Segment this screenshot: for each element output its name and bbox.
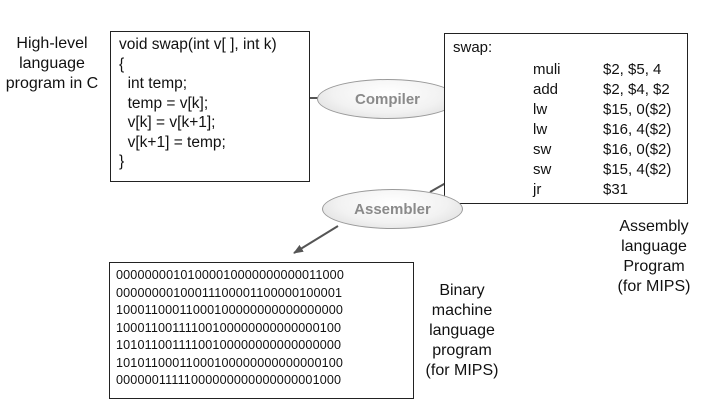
compiler-node: Compiler (317, 79, 458, 119)
code-line: } (119, 153, 125, 170)
caption-line: Assembly (619, 218, 689, 235)
assembly-code-box: swap: muli $2, $5, 4 add $2, $4, $2 lw $… (444, 33, 688, 204)
assembly-opcode: sw (533, 141, 552, 158)
assembly-operands: $16, 0($2) (603, 141, 672, 158)
c-program-caption: High-level language program in C (0, 34, 110, 94)
caption-line: machine (431, 302, 493, 319)
assembly-opcode: lw (533, 101, 548, 118)
binary-line: 10101100011000100000000000000100 (116, 355, 344, 370)
binary-line: 10101100111100100000000000000000 (116, 338, 342, 352)
assembly-operands: $2, $4, $2 (603, 81, 670, 98)
assembly-opcode: lw (533, 121, 548, 138)
assembly-opcode: add (533, 81, 559, 98)
assembler-node: Assembler (322, 189, 463, 229)
caption-line: Binary (439, 282, 485, 299)
assembly-opcode: muli (533, 61, 561, 78)
caption-line: language (429, 322, 495, 339)
caption-line: High-level (16, 35, 88, 52)
code-line: v[k] = v[k+1]; (119, 114, 216, 131)
caption-line: (for MIPS) (425, 362, 499, 379)
binary-line: 10001100011000100000000000000000 (116, 303, 344, 317)
compiler-label: Compiler (354, 90, 420, 108)
code-line: void swap(int v[ ], int k) (119, 36, 277, 53)
caption-line: language (19, 55, 85, 72)
caption-line: Program (623, 258, 685, 275)
binary-line: 00000000100011100001100000100001 (116, 285, 343, 300)
assembly-label: swap: (453, 39, 493, 56)
assembly-operands: $16, 4($2) (603, 121, 672, 138)
code-line: temp = v[k]; (119, 94, 209, 112)
assembler-label: Assembler (354, 200, 431, 218)
caption-line: language (621, 238, 687, 255)
binary-code-box: 00000000101000010000000000011000 0000000… (109, 262, 414, 399)
assembly-operands: $15, 0($2) (603, 101, 672, 118)
code-line: v[k+1] = temp; (119, 133, 226, 151)
code-line: int temp; (119, 75, 188, 92)
assembly-operands: $2, $5, 4 (603, 61, 662, 78)
caption-line: program in C (5, 75, 99, 92)
assembly-opcode: jr (533, 181, 542, 198)
binary-line: 10001100111100100000000000000100 (116, 320, 342, 335)
binary-line: 00000011111000000000000000001000 (116, 373, 342, 387)
assembly-operands: $31 (603, 181, 629, 198)
c-code-box: void swap(int v[ ], int k) { int temp; t… (110, 31, 310, 182)
assembler-to-binary-arrow (293, 225, 339, 254)
caption-line: program (432, 342, 492, 359)
caption-line: (for MIPS) (617, 278, 691, 295)
code-line: { (119, 55, 125, 73)
binary-program-caption: Binary machine language program (for MIP… (412, 281, 512, 381)
assembly-opcode: sw (533, 161, 552, 178)
assembly-program-caption: Assembly language Program (for MIPS) (604, 217, 704, 297)
binary-line: 00000000101000010000000000011000 (116, 268, 344, 282)
assembly-operands: $15, 4($2) (603, 161, 672, 178)
